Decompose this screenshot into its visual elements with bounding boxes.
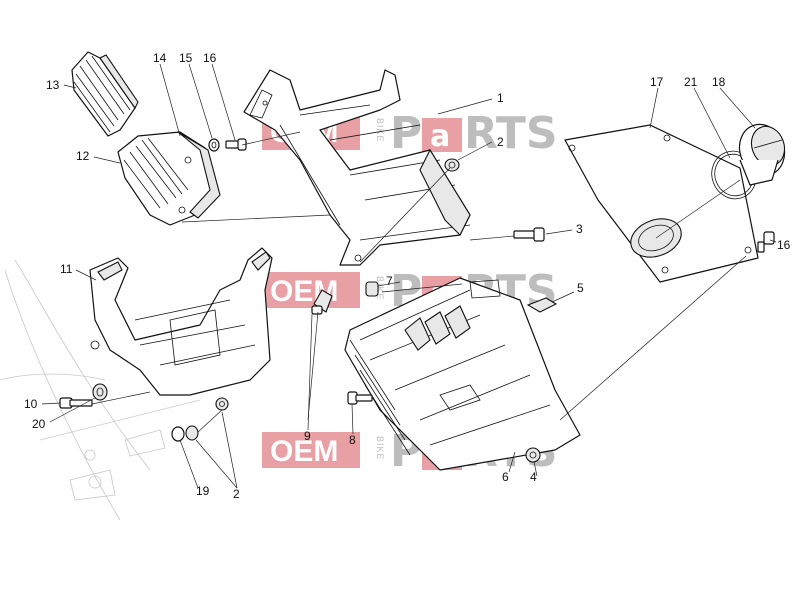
part-19-grommet (171, 425, 199, 442)
callout-20: 20 (32, 417, 46, 431)
svg-text:RTS: RTS (464, 108, 558, 159)
part-6-ecu-box (344, 277, 581, 471)
part-9-grommet (311, 289, 333, 315)
callout-14: 14 (153, 51, 167, 65)
callout-6: 6 (502, 470, 509, 484)
callout-8: 8 (349, 433, 356, 447)
assembly-guides (91, 131, 747, 433)
part-2-nut-bottom (215, 397, 229, 411)
callout-13: 13 (46, 78, 60, 92)
callout-19: 19 (196, 484, 210, 498)
part-5-connector (526, 297, 558, 313)
svg-text:OEM: OEM (270, 435, 338, 468)
callout-18: 18 (712, 75, 726, 89)
callout-12: 12 (76, 149, 90, 163)
part-16-screw-right (757, 231, 775, 253)
callout-3: 3 (576, 222, 583, 236)
callout-15: 15 (179, 51, 193, 65)
callout-16-right: 16 (777, 238, 791, 252)
svg-text:BIKE: BIKE (375, 276, 385, 301)
part-10-screw (59, 397, 93, 409)
svg-text:a: a (430, 119, 450, 154)
part-11-lower-bracket (89, 247, 273, 396)
part-8-screw (347, 391, 373, 405)
part-12-regulator-bracket (117, 131, 221, 226)
callout-leaders (41, 63, 777, 489)
part-17-filter-plate (564, 124, 759, 283)
part-1-mounting-frame (243, 69, 471, 266)
part-2-nut-top (444, 158, 460, 172)
svg-text:BIKE: BIKE (375, 118, 385, 143)
callout-17: 17 (650, 75, 664, 89)
part-4-nut (525, 447, 541, 463)
svg-text:BIKE: BIKE (375, 436, 385, 461)
part-7-spacer (365, 281, 379, 297)
callout-4: 4 (530, 470, 537, 484)
part-20-washer (92, 383, 108, 401)
svg-text:P: P (390, 108, 422, 159)
part-13-regulator-top (71, 51, 139, 137)
part-3-screw (513, 227, 545, 242)
callout-16-left: 16 (203, 51, 217, 65)
callout-10: 10 (24, 397, 38, 411)
callout-21: 21 (684, 75, 698, 89)
callout-9: 9 (304, 429, 311, 443)
callout-1: 1 (497, 91, 504, 105)
callout-7: 7 (386, 274, 393, 288)
background-frame-sketch (0, 259, 201, 521)
callout-2-top: 2 (497, 135, 504, 149)
callout-labels: 1 2 3 4 5 6 7 8 9 10 11 12 13 14 15 16 1… (24, 51, 791, 501)
part-15-nut (208, 138, 220, 152)
callout-11: 11 (60, 262, 73, 276)
part-16-screw-left (225, 138, 247, 151)
callout-5: 5 (577, 281, 584, 295)
callout-2-bottom: 2 (233, 487, 240, 501)
